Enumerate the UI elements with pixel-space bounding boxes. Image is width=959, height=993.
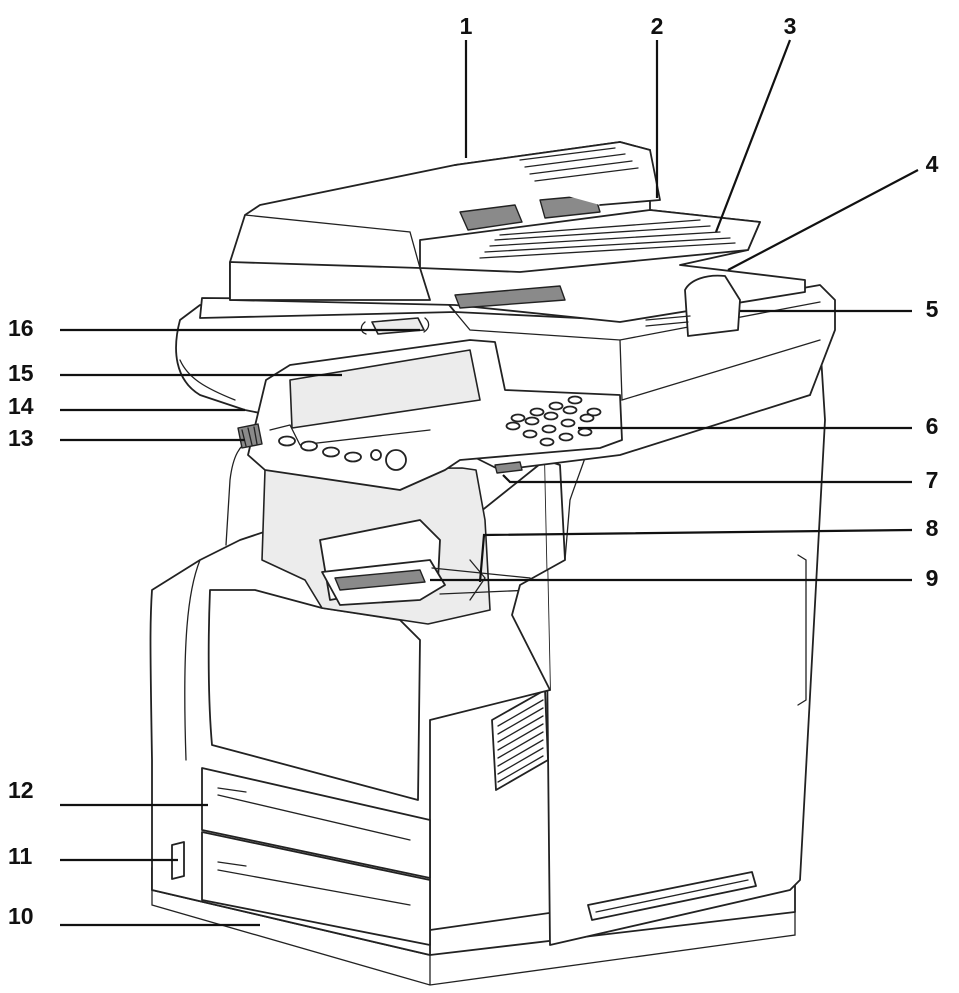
callout-number-12: 12: [8, 777, 34, 803]
side-vent: [491, 689, 549, 791]
leader-line-3: [714, 39, 792, 233]
touch-panel-screen: [289, 349, 481, 429]
callout-number-7: 7: [926, 467, 939, 493]
callout-number-16: 16: [8, 315, 34, 341]
original-stopper: [684, 274, 741, 337]
callout-number-13: 13: [8, 425, 34, 451]
callout-number-14: 14: [8, 393, 34, 419]
leader-line-8: [478, 528, 913, 583]
callout-labels: 1 2 3 4 5 6 7 8 9 10 11 12 13 14 15 16: [8, 13, 939, 929]
callout-number-4: 4: [926, 151, 939, 177]
leader-line-7: [502, 474, 912, 484]
callout-number-2: 2: [651, 13, 664, 39]
callout-number-9: 9: [926, 565, 939, 591]
callout-number-8: 8: [926, 515, 939, 541]
callout-number-15: 15: [8, 360, 34, 386]
front-cover-panel: [207, 589, 421, 801]
leader-line-4: [727, 169, 919, 271]
paper-tray-1: [201, 767, 431, 879]
callout-lines: [60, 39, 919, 927]
callout-number-1: 1: [460, 13, 473, 39]
printer-illustration: [149, 141, 836, 986]
callout-number-6: 6: [926, 413, 939, 439]
callout-number-10: 10: [8, 903, 34, 929]
callout-number-11: 11: [8, 843, 33, 869]
callout-number-3: 3: [784, 13, 797, 39]
callout-number-5: 5: [926, 296, 939, 322]
